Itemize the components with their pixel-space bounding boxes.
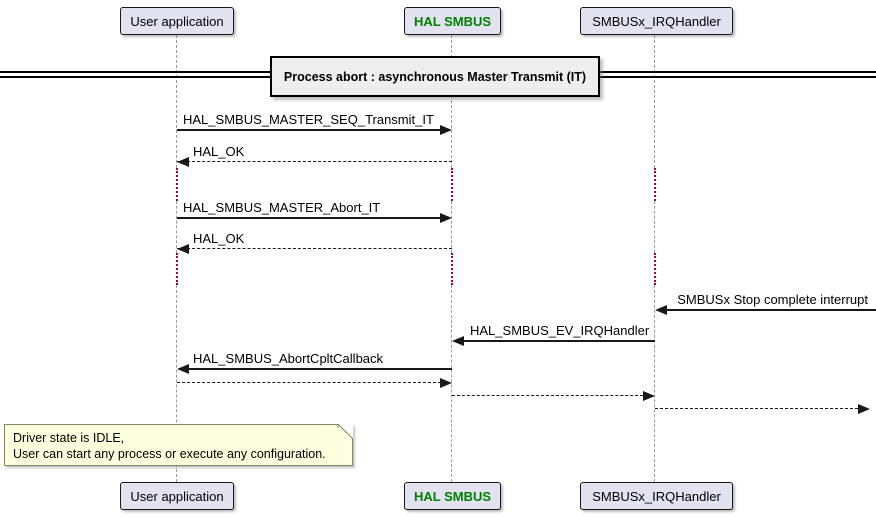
arrowhead-left-icon [655,305,667,315]
participant-label: HAL SMBUS [413,13,492,29]
participant-label: User application [130,488,224,504]
arrowhead-right-icon [440,213,452,223]
message-label: HAL_OK [193,231,245,246]
lifeline-user-application [176,201,177,253]
lifeline-user-application [176,285,177,482]
message-line-hal-ok-return [177,248,452,249]
arrowhead-left-icon [177,157,189,167]
participant-label: SMBUSx_IRQHandler [592,488,721,504]
message-line-transmit-it [177,129,441,131]
lifeline-hal-smbus-delay [451,253,453,285]
message-label: HAL_SMBUS_MASTER_SEQ_Transmit_IT [183,112,434,127]
lifeline-hal-smbus [451,35,452,168]
lifeline-irq-handler [654,285,655,482]
diagram-title: Process abort : asynchronous Master Tran… [270,56,600,97]
lifeline-user-application [176,35,177,168]
message-line-ev-irqhandler [463,340,655,342]
lifeline-hal-smbus [451,201,452,253]
lifeline-irq-handler [654,201,655,253]
message-line-abort-it [177,217,441,219]
message-label: SMBUSx Stop complete interrupt [677,292,868,307]
message-label: HAL_SMBUS_EV_IRQHandler [470,323,650,338]
message-line-hal-ok-return [177,161,452,162]
arrowhead-right-icon [440,378,452,388]
message-label: HAL_SMBUS_MASTER_Abort_IT [183,200,381,215]
participant-irq-handler-top: SMBUSx_IRQHandler [580,7,733,35]
message-line-stop-interrupt [666,309,876,311]
message-label: HAL_SMBUS_AbortCpltCallback [193,351,384,366]
arrowhead-left-icon [177,244,189,254]
arrowhead-right-icon [858,404,870,414]
arrowhead-left-icon [177,364,189,374]
participant-hal-smbus-bottom: HAL SMBUS [404,482,501,510]
note-line-1: Driver state is IDLE, [13,431,125,445]
participant-label: HAL SMBUS [413,488,492,504]
arrowhead-left-icon [452,336,464,346]
message-line-return [452,395,643,396]
participant-irq-handler-bottom: SMBUSx_IRQHandler [580,482,733,510]
message-label: HAL_OK [193,144,245,159]
note-fold-corner-icon [337,424,353,440]
note-driver-state: Driver state is IDLE, User can start any… [4,424,353,466]
lifeline-irq-handler-delay [654,168,656,201]
participant-label: User application [130,13,224,29]
arrowhead-right-icon [643,391,655,401]
lifeline-user-application-delay [176,253,178,285]
participant-label: SMBUSx_IRQHandler [592,13,721,29]
message-line-return [655,408,858,409]
participant-user-application-top: User application [120,7,234,35]
arrowhead-right-icon [440,125,452,135]
participant-user-application-bottom: User application [120,482,234,510]
note-line-2: User can start any process or execute an… [13,447,326,461]
lifeline-irq-handler [654,35,655,168]
lifeline-irq-handler-delay [654,253,656,285]
lifeline-hal-smbus-delay [451,168,453,201]
diagram-title-text: Process abort : asynchronous Master Tran… [283,69,587,84]
message-line-return [177,382,441,383]
lifeline-user-application-delay [176,168,178,201]
participant-hal-smbus-top: HAL SMBUS [404,7,501,35]
message-line-abort-cplt-callback [188,368,452,370]
